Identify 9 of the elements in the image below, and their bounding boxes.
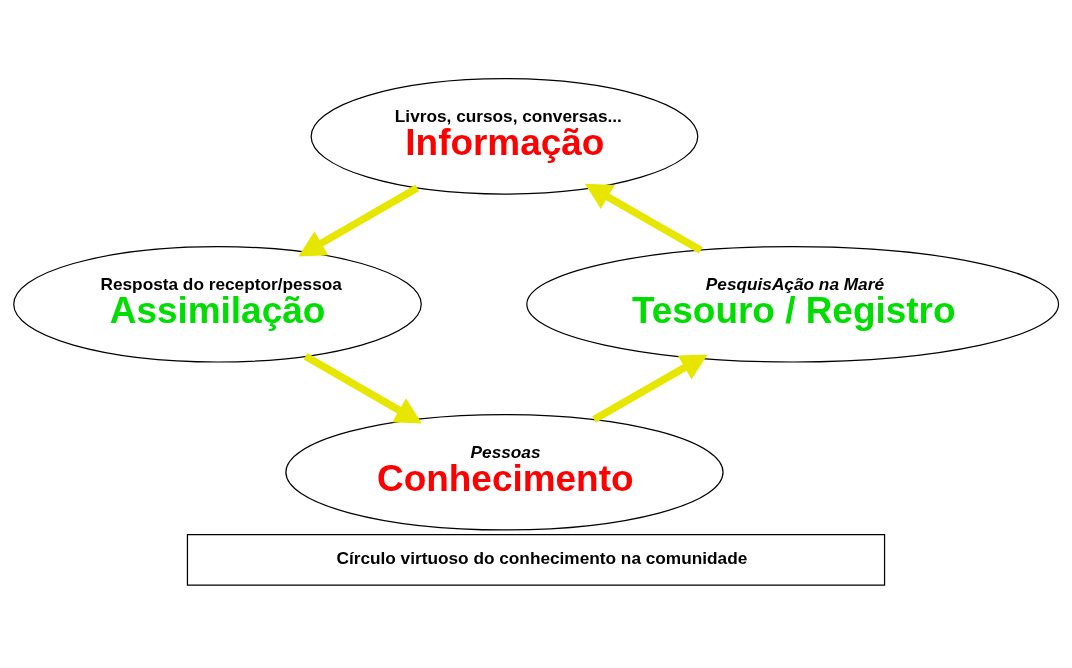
node-ellipse: Pessoas Conhecimento <box>285 413 724 531</box>
node-ellipse: Resposta do receptor/pessoa Assimilação <box>13 245 422 363</box>
arrow <box>303 352 422 423</box>
arrow <box>584 183 703 253</box>
arrow <box>592 353 708 423</box>
node-ellipse: Livros, cursos, conversas... Informação <box>310 77 699 195</box>
caption: Círculo virtuoso do conhecimento na comunidade <box>336 547 748 568</box>
arrow <box>298 184 420 256</box>
node-ellipse: PesquisAção na Maré Tesouro / Registro <box>526 245 1060 363</box>
